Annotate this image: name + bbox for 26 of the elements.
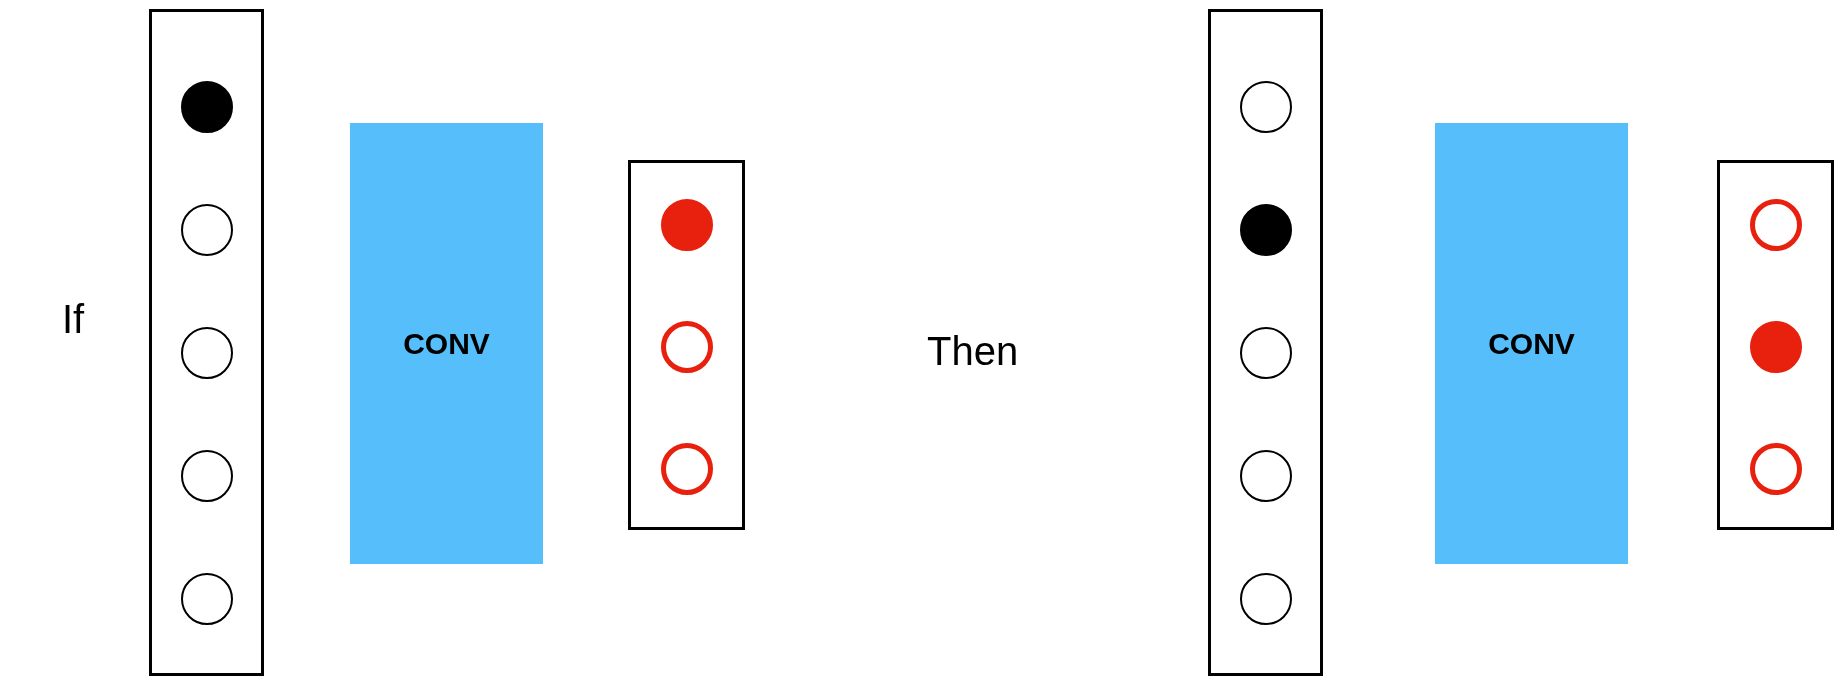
neuron-circle <box>181 327 233 379</box>
neuron-circle <box>1240 450 1292 502</box>
neuron-circle <box>1240 81 1292 133</box>
layer-column <box>628 160 745 530</box>
neuron-circle <box>661 199 713 251</box>
neuron-circle <box>181 450 233 502</box>
neuron-circle <box>181 204 233 256</box>
neuron-circle <box>1240 204 1292 256</box>
block-label: CONV <box>1488 326 1575 361</box>
conv-block <box>1435 123 1628 564</box>
neuron-circle <box>181 81 233 133</box>
layer-column <box>149 9 264 676</box>
neuron-circle <box>1750 443 1802 495</box>
neuron-circle <box>181 573 233 625</box>
layer-column <box>1717 160 1834 530</box>
conv-block <box>350 123 543 564</box>
neuron-circle <box>661 321 713 373</box>
neuron-circle <box>1750 321 1802 373</box>
block-label: CONV <box>403 326 490 361</box>
neuron-circle <box>1750 199 1802 251</box>
neuron-circle <box>1240 573 1292 625</box>
neuron-circle <box>661 443 713 495</box>
condition-label: Then <box>927 331 1019 371</box>
condition-label: If <box>62 299 85 339</box>
neuron-circle <box>1240 327 1292 379</box>
layer-column <box>1208 9 1323 676</box>
